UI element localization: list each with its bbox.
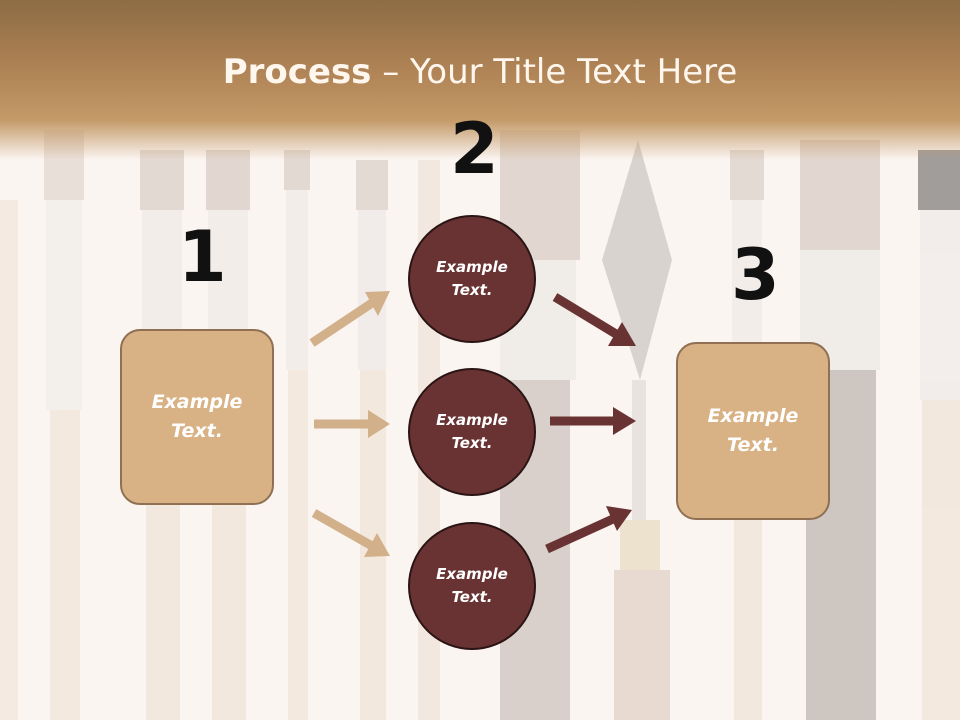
- left-box[interactable]: Example Text.: [120, 329, 274, 505]
- circle-bottom-text: Example Text.: [436, 563, 508, 609]
- circle-middle[interactable]: Example Text.: [408, 368, 536, 496]
- left-box-text: Example Text.: [152, 388, 243, 446]
- circle-bottom[interactable]: Example Text.: [408, 522, 536, 650]
- circle-top-text: Example Text.: [436, 256, 508, 302]
- right-box-text: Example Text.: [708, 402, 799, 460]
- step-number-2: 2: [450, 108, 499, 190]
- title-band: [0, 0, 960, 160]
- circle-bottom-line2: Text.: [451, 588, 493, 606]
- circle-bottom-line1: Example: [436, 565, 508, 583]
- right-box-line2: Text.: [727, 434, 779, 456]
- title-bold: Process: [222, 52, 372, 92]
- left-box-line2: Text.: [171, 420, 223, 442]
- arrow-middle-to-right: [550, 407, 636, 435]
- arrow-top-to-right: [552, 293, 636, 346]
- circle-middle-text: Example Text.: [436, 409, 508, 455]
- circle-top[interactable]: Example Text.: [408, 215, 536, 343]
- right-box-line1: Example: [707, 405, 799, 427]
- step-number-1: 1: [178, 216, 227, 298]
- arrow-left-to-top: [309, 291, 390, 347]
- slide-title: Process – Your Title Text Here: [0, 52, 960, 92]
- step-number-3: 3: [731, 234, 780, 316]
- circle-middle-line1: Example: [436, 411, 508, 429]
- arrow-left-to-bottom: [311, 509, 390, 557]
- arrow-left-to-middle: [314, 410, 390, 438]
- arrow-bottom-to-right: [545, 506, 632, 554]
- title-rest: – Your Title Text Here: [371, 52, 738, 92]
- circle-middle-line2: Text.: [451, 434, 493, 452]
- circle-top-line2: Text.: [451, 281, 493, 299]
- circle-top-line1: Example: [436, 258, 508, 276]
- left-box-line1: Example: [151, 391, 243, 413]
- right-box[interactable]: Example Text.: [676, 342, 830, 520]
